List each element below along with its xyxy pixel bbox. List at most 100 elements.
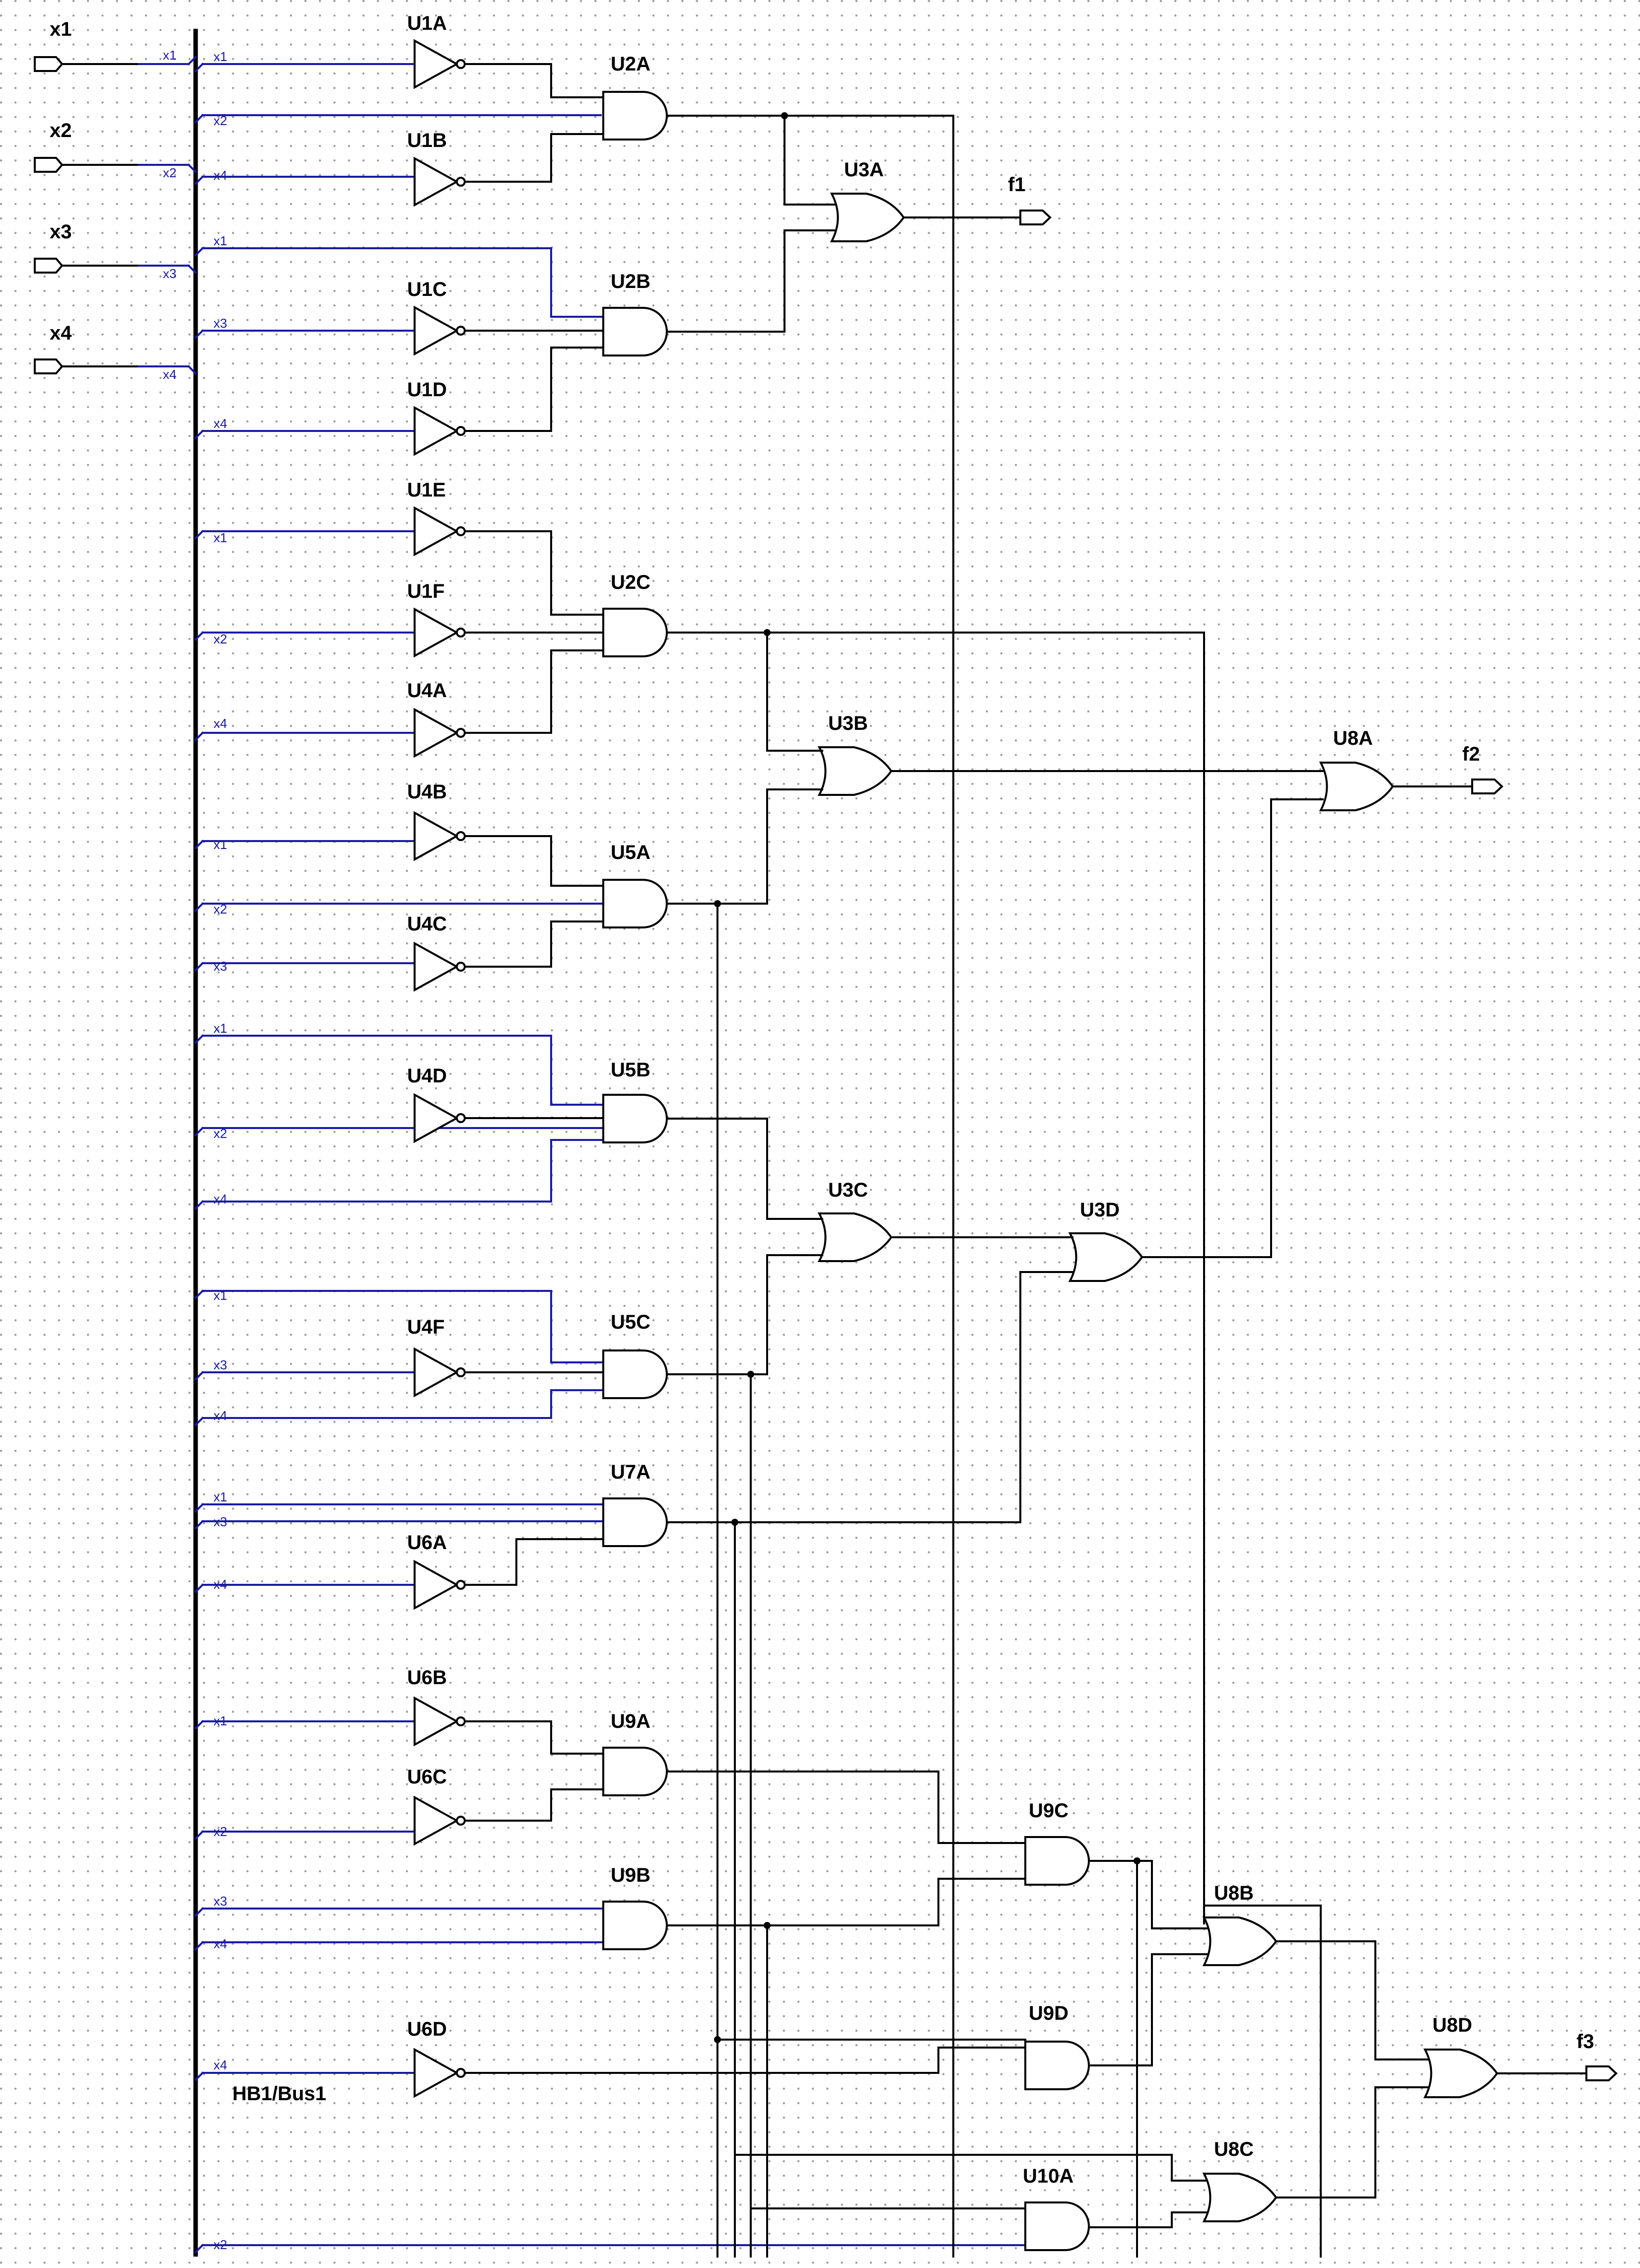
gate-U3D[interactable]: U3D — [1068, 1199, 1143, 1282]
input-x3[interactable]: x3 x3 — [34, 221, 197, 281]
svg-text:U1F: U1F — [407, 580, 445, 602]
svg-text:x4: x4 — [214, 1936, 227, 1951]
output-f3[interactable]: f3 — [1576, 2031, 1618, 2081]
svg-text:x2: x2 — [214, 113, 227, 128]
gate-U9D[interactable]: U9D — [1024, 2002, 1090, 2090]
gate-U6C[interactable]: U6C — [407, 1766, 466, 1846]
gate-U3B[interactable]: U3B — [817, 712, 893, 796]
gate-U8C[interactable]: U8C — [1202, 2138, 1278, 2222]
input-x3-label: x3 — [50, 221, 72, 243]
svg-text:x2: x2 — [214, 902, 227, 917]
svg-text:x3: x3 — [214, 1357, 227, 1372]
gate-U1E[interactable]: U1E — [407, 479, 466, 557]
input-x1[interactable]: x1 x1 — [34, 18, 197, 72]
gate-U4A[interactable]: U4A — [407, 680, 466, 758]
svg-text:U1D: U1D — [407, 379, 447, 401]
svg-text:U4D: U4D — [407, 1065, 447, 1087]
svg-text:U3C: U3C — [828, 1179, 868, 1201]
svg-text:U10A: U10A — [1023, 2165, 1073, 2187]
or-gates: U3A U3B U3C U3D U8A U8B U8C U8D — [817, 159, 1498, 2222]
gate-U4D[interactable]: U4D — [407, 1065, 466, 1143]
gate-U8D[interactable]: U8D — [1423, 2014, 1498, 2098]
gate-U1F[interactable]: U1F — [407, 580, 466, 658]
gate-U1A[interactable]: U1A — [407, 12, 466, 89]
svg-text:U5B: U5B — [611, 1059, 650, 1081]
input-x4[interactable]: x4 x4 — [34, 322, 197, 382]
gate-U8A[interactable]: U8A — [1319, 727, 1394, 811]
gate-U6D[interactable]: U6D — [407, 2018, 466, 2098]
gate-U5C[interactable]: U5C — [602, 1311, 668, 1399]
gate-U4F[interactable]: U4F — [407, 1316, 466, 1398]
svg-text:x3: x3 — [214, 1514, 227, 1529]
svg-text:x1: x1 — [214, 530, 227, 545]
svg-text:U8C: U8C — [1214, 2138, 1254, 2160]
input-x2[interactable]: x2 x2 — [34, 120, 197, 180]
svg-text:U9A: U9A — [611, 1710, 650, 1732]
and-gates: U2A U2B U2C U5A U5B U5C U7A U9A U9B U9C … — [602, 53, 1090, 2251]
gate-U9C[interactable]: U9C — [1024, 1800, 1090, 1886]
svg-text:x1: x1 — [214, 1021, 227, 1036]
svg-text:U1E: U1E — [407, 479, 446, 501]
svg-text:U8A: U8A — [1333, 727, 1373, 749]
gate-U2C[interactable]: U2C — [602, 571, 668, 657]
gate-U6B[interactable]: U6B — [407, 1667, 466, 1747]
gate-U9A[interactable]: U9A — [602, 1710, 668, 1796]
svg-text:x1: x1 — [214, 1288, 227, 1303]
svg-text:x4: x4 — [214, 1408, 227, 1423]
svg-text:x3: x3 — [214, 959, 227, 974]
svg-text:U6C: U6C — [407, 1766, 447, 1788]
output-f2-label: f2 — [1462, 743, 1480, 765]
input-x2-label: x2 — [50, 120, 72, 142]
gate-U7A[interactable]: U7A — [602, 1461, 668, 1547]
output-f1[interactable]: f1 — [1008, 174, 1052, 225]
svg-text:x4: x4 — [214, 716, 227, 731]
gate-U2B[interactable]: U2B — [602, 271, 668, 356]
svg-text:U1B: U1B — [407, 130, 447, 151]
gate-U3C[interactable]: U3C — [817, 1179, 893, 1262]
svg-text:U6B: U6B — [407, 1667, 447, 1689]
svg-text:U1C: U1C — [407, 279, 447, 300]
svg-text:x4: x4 — [214, 2057, 227, 2072]
svg-text:U8D: U8D — [1432, 2014, 1472, 2036]
gate-U2A[interactable]: U2A — [602, 53, 668, 141]
svg-text:x1: x1 — [214, 837, 227, 852]
gate-U1D[interactable]: U1D — [407, 379, 466, 456]
junctions — [714, 112, 1141, 2043]
gate-U6A[interactable]: U6A — [407, 1532, 466, 1610]
svg-text:U9D: U9D — [1029, 2002, 1069, 2024]
wiring — [464, 63, 1587, 2258]
output-f3-label: f3 — [1576, 2031, 1594, 2053]
gate-U5A[interactable]: U5A — [602, 842, 668, 928]
svg-text:x3: x3 — [214, 316, 227, 331]
svg-text:x4: x4 — [214, 1577, 227, 1592]
svg-text:U8B: U8B — [1214, 1882, 1254, 1904]
input-x2-tap: x2 — [163, 165, 176, 180]
gate-U3A[interactable]: U3A — [830, 159, 905, 242]
output-f1-label: f1 — [1008, 174, 1026, 196]
gate-U9B[interactable]: U9B — [602, 1864, 668, 1950]
input-x1-tap: x1 — [163, 48, 176, 63]
input-x1-label: x1 — [50, 18, 72, 40]
gate-U8B[interactable]: U8B — [1202, 1882, 1278, 1966]
svg-text:U3A: U3A — [844, 159, 884, 181]
svg-text:U7A: U7A — [611, 1461, 650, 1483]
gate-U4C[interactable]: U4C — [407, 913, 466, 992]
svg-text:U9B: U9B — [611, 1864, 650, 1886]
svg-text:U6D: U6D — [407, 2018, 447, 2040]
gate-U5B[interactable]: U5B — [602, 1059, 668, 1143]
svg-text:x4: x4 — [214, 168, 227, 183]
svg-text:x4: x4 — [214, 1192, 227, 1206]
bus-taps — [194, 63, 1026, 2254]
svg-text:U2B: U2B — [611, 271, 650, 292]
gate-U4B[interactable]: U4B — [407, 781, 466, 861]
gate-U1C[interactable]: U1C — [407, 279, 466, 356]
svg-text:U5A: U5A — [611, 842, 650, 863]
svg-text:U4C: U4C — [407, 913, 447, 935]
svg-text:x1: x1 — [214, 233, 227, 248]
svg-text:x2: x2 — [214, 2237, 227, 2252]
svg-text:x1: x1 — [214, 1489, 227, 1504]
output-f2[interactable]: f2 — [1462, 743, 1503, 794]
svg-text:x3: x3 — [214, 1894, 227, 1909]
svg-text:U6A: U6A — [407, 1532, 447, 1554]
svg-text:x1: x1 — [214, 1713, 227, 1728]
